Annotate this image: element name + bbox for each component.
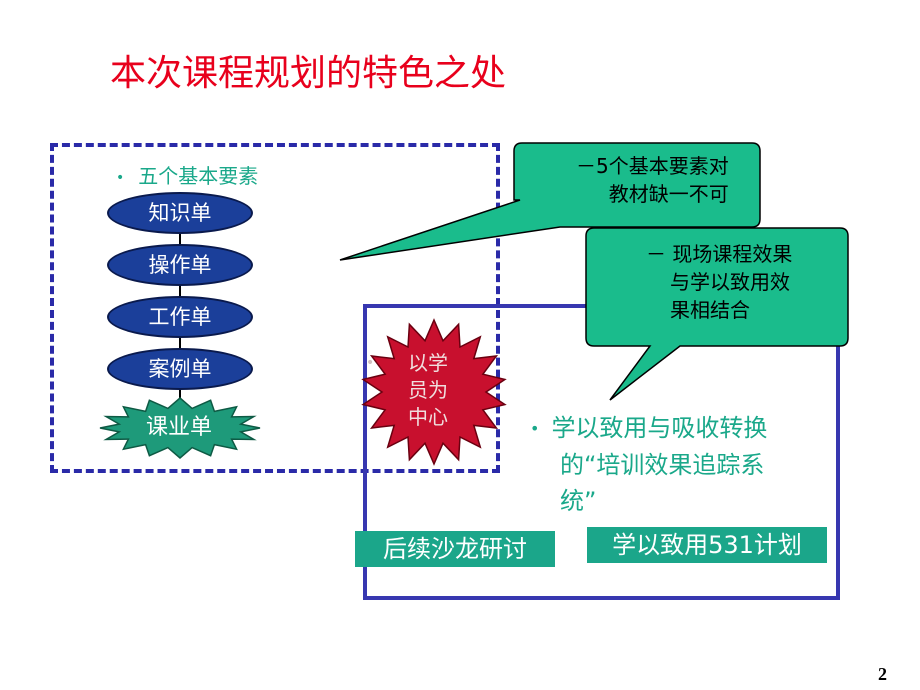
homework-sheet-label: 课业单 <box>145 415 212 440</box>
tracking-line: 的“培训效果追踪系 <box>560 451 765 479</box>
callout-2-line: 与学以致用效 <box>670 270 790 294</box>
page-number: 2 <box>878 664 887 684</box>
callout-1-text: －5个基本要素对 教材缺一不可 <box>576 152 729 208</box>
callout-bubble-2 <box>585 227 849 401</box>
five-elements-frame <box>50 143 500 473</box>
element-knowledge-sheet: 知识单 <box>107 192 253 234</box>
bullet-dot-icon: • <box>366 355 375 371</box>
callout-bubble-1 <box>339 142 761 261</box>
five-elements-label: 五个基本要素 <box>138 164 259 188</box>
red-starburst-icon <box>361 318 507 466</box>
learner-centered-line: 以学 <box>408 351 448 375</box>
tracking-line: 学以致用与吸收转换 <box>551 414 768 442</box>
learner-centered-label: 以学 员为 中心 <box>386 350 470 431</box>
five-elements-bullet: • 五个基本要素 <box>116 160 258 189</box>
tracking-line: 统” <box>560 487 597 515</box>
bullet-dot-icon: • <box>116 169 125 186</box>
plan-531-label: 学以致用531计划 <box>587 527 827 563</box>
slide-title: 本次课程规划的特色之处 <box>110 53 507 94</box>
callout-2-text: － 现场课程效果 与学以致用效 果相结合 <box>646 240 792 324</box>
callout-2-line: － 现场课程效果 <box>646 242 793 266</box>
tracking-system-bullet: • 学以致用与吸收转换 的“培训效果追踪系 统” <box>530 410 835 519</box>
learner-centered-line: 员为 <box>408 378 448 402</box>
element-work-sheet: 工作单 <box>107 296 253 338</box>
learner-centered-line: 中心 <box>408 405 448 429</box>
callout-1-line: －5个基本要素对 <box>576 154 729 178</box>
callout-2-line: 果相结合 <box>670 298 750 322</box>
bullet-dot-icon: • <box>530 419 540 438</box>
element-case-sheet: 案例单 <box>107 348 253 390</box>
green-starburst-icon <box>99 397 261 459</box>
element-operation-sheet: 操作单 <box>107 244 253 286</box>
callout-1-line: 教材缺一不可 <box>608 182 729 206</box>
follow-up-salon-label: 后续沙龙研讨 <box>355 531 555 567</box>
